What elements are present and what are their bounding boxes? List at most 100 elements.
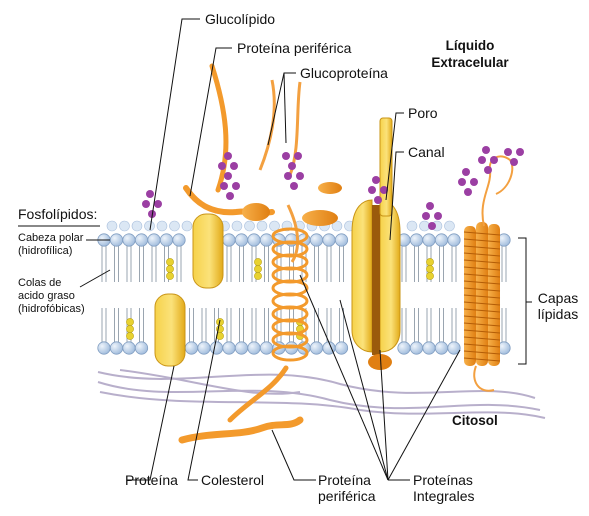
phospholipid-head	[135, 234, 147, 246]
glycan-bead	[154, 200, 162, 208]
glycan-bead	[224, 152, 232, 160]
label-proteina-bottom: Proteína	[125, 472, 178, 488]
label-glucolipido: Glucolípido	[205, 11, 275, 27]
phospholipid-head	[335, 342, 347, 354]
label-proteinas-integrales-line2: Integrales	[413, 488, 474, 504]
glycan-bead	[232, 182, 240, 190]
glycan-bead	[294, 152, 302, 160]
cholesterol-ring	[166, 272, 173, 279]
phospholipid-head	[410, 234, 422, 246]
phospholipid-head	[223, 234, 235, 246]
phospholipid-head-back	[257, 221, 267, 231]
channel-protein	[352, 118, 400, 370]
phospholipid-head	[335, 234, 347, 246]
phospholipid-head	[410, 342, 422, 354]
phospholipid-head	[448, 234, 460, 246]
glycan-bead	[218, 162, 226, 170]
phospholipid-head	[435, 234, 447, 246]
phospholipid-head	[423, 234, 435, 246]
integral-protein-upper	[193, 214, 223, 288]
cholesterol-ring	[126, 318, 133, 325]
label-fosfolipidos: Fosfolípidos:	[18, 206, 97, 222]
glycan-bead	[230, 162, 238, 170]
phospholipid-head	[235, 234, 247, 246]
phospholipid-head-back	[120, 221, 130, 231]
peripheral-protein-blob-3	[318, 182, 342, 194]
label-colas-line3: (hidrofóbicas)	[18, 303, 85, 316]
label-cabeza-polar-line2: (hidrofílica)	[18, 245, 83, 258]
phospholipid-head-back	[407, 221, 417, 231]
glycan-bead	[422, 212, 430, 220]
glycan-bead	[290, 182, 298, 190]
phospholipid-head-back	[132, 221, 142, 231]
label-citosol: Citosol	[452, 412, 498, 429]
phospholipid-head-back	[145, 221, 155, 231]
cholesterol-ring	[254, 272, 261, 279]
glycan-bead	[374, 196, 382, 204]
phospholipid-head	[198, 342, 210, 354]
phospholipid-head	[248, 234, 260, 246]
cholesterol-ring	[126, 332, 133, 339]
label-poro: Poro	[408, 105, 438, 121]
phospholipid-head	[135, 342, 147, 354]
label-colesterol: Colesterol	[201, 472, 264, 488]
label-proteinas-integrales-line1: Proteínas	[413, 472, 474, 488]
phospholipid-head	[160, 234, 172, 246]
phospholipid-head-back	[157, 221, 167, 231]
cholesterol-ring	[166, 265, 173, 272]
glycan-bead	[372, 176, 380, 184]
glycan-bead	[226, 192, 234, 200]
glycan-bead	[504, 148, 512, 156]
phospholipid-head-back	[245, 221, 255, 231]
glycan-bead	[434, 212, 442, 220]
integral-protein-lower	[155, 294, 185, 366]
label-capas-lipidas: Capas lípidas	[530, 290, 586, 322]
glycan-bead	[478, 156, 486, 164]
phospholipid-head	[123, 234, 135, 246]
phospholipid-head	[260, 342, 272, 354]
phospholipid-head-back	[182, 221, 192, 231]
phospholipid-head	[185, 342, 197, 354]
peripheral-protein-tail	[212, 66, 226, 190]
label-glucoproteina: Glucoproteína	[300, 65, 388, 81]
label-capas-line1: Capas	[530, 290, 586, 306]
cholesterol-ring	[426, 272, 433, 279]
phospholipid-head	[173, 234, 185, 246]
phospholipid-head-back	[232, 221, 242, 231]
phospholipid-head	[110, 342, 122, 354]
glycan-bead	[462, 168, 470, 176]
label-canal: Canal	[408, 144, 445, 160]
label-liquido-line1: Líquido	[420, 37, 520, 54]
glycan-bead	[510, 158, 518, 166]
cholesterol-ring	[426, 265, 433, 272]
cholesterol-ring	[254, 258, 261, 265]
label-proteina-periferica-bottom-line1: Proteína	[318, 472, 376, 488]
label-capas-line2: lípidas	[530, 306, 586, 322]
glycan-bead	[142, 200, 150, 208]
cholesterol-ring	[166, 258, 173, 265]
glycan-bead	[368, 186, 376, 194]
phospholipid-head-back	[170, 221, 180, 231]
glycan-bead	[224, 172, 232, 180]
label-colas-acido-graso: Colas de acido graso (hidrofóbicas)	[18, 277, 85, 316]
label-proteina-periferica-bottom-line2: periférica	[318, 488, 376, 504]
label-liquido-line2: Extracelular	[420, 54, 520, 71]
phospholipid-head	[110, 234, 122, 246]
phospholipid-head	[210, 342, 222, 354]
phospholipid-head	[423, 342, 435, 354]
phospholipid-head	[123, 342, 135, 354]
phospholipid-head	[323, 234, 335, 246]
glycan-bead	[470, 178, 478, 186]
glycan-bead	[288, 162, 296, 170]
glycan-bead	[458, 178, 466, 186]
label-liquido-extracelular: Líquido Extracelular	[420, 37, 520, 71]
glycan-bead	[428, 222, 436, 230]
label-proteina-periferica-bottom: Proteína periférica	[318, 472, 376, 504]
glycan-bead	[146, 190, 154, 198]
phospholipid-head	[310, 342, 322, 354]
cholesterol-ring	[426, 258, 433, 265]
leader-lines	[18, 19, 532, 480]
cholesterol-ring	[126, 325, 133, 332]
glycan-bead	[482, 146, 490, 154]
